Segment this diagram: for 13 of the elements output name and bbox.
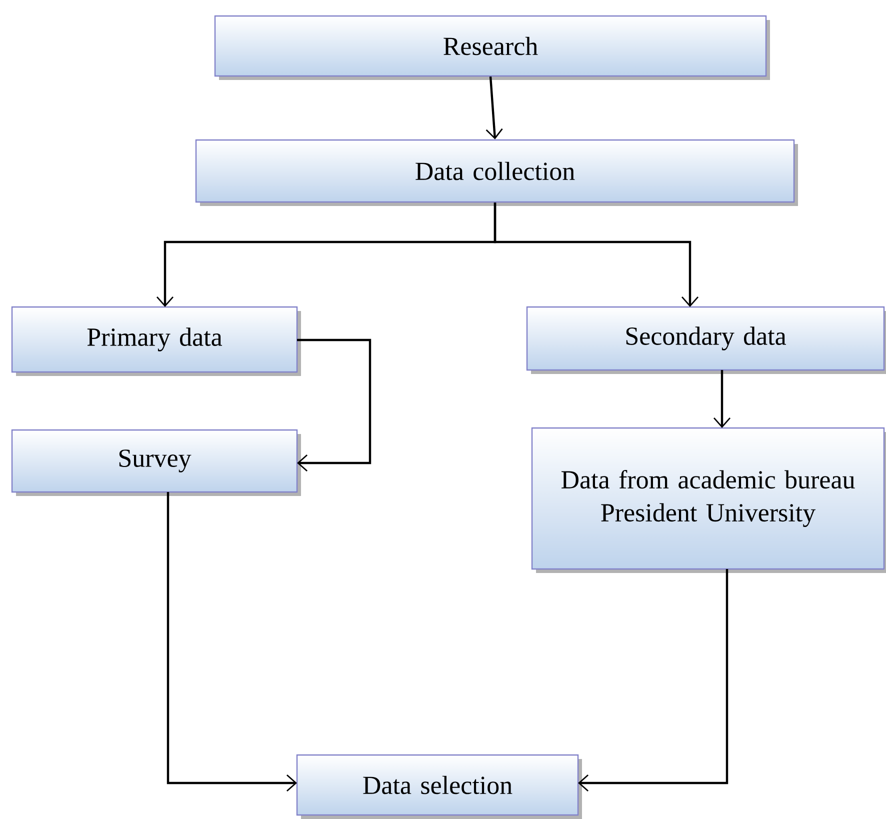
arrow <box>578 568 728 792</box>
arrow <box>166 492 297 792</box>
process-box: Data from academic bureau President University <box>531 427 886 573</box>
arrow <box>713 370 731 428</box>
process-box: Research <box>214 15 770 80</box>
process-box: Secondary data <box>526 306 886 374</box>
process-box: Data selection <box>296 754 582 819</box>
process-box: Survey <box>11 429 301 496</box>
arrow <box>494 202 699 307</box>
arrow <box>297 338 372 472</box>
process-box: Data collection <box>195 139 798 206</box>
process-box: Primary data <box>11 306 301 376</box>
arrow <box>486 76 503 140</box>
